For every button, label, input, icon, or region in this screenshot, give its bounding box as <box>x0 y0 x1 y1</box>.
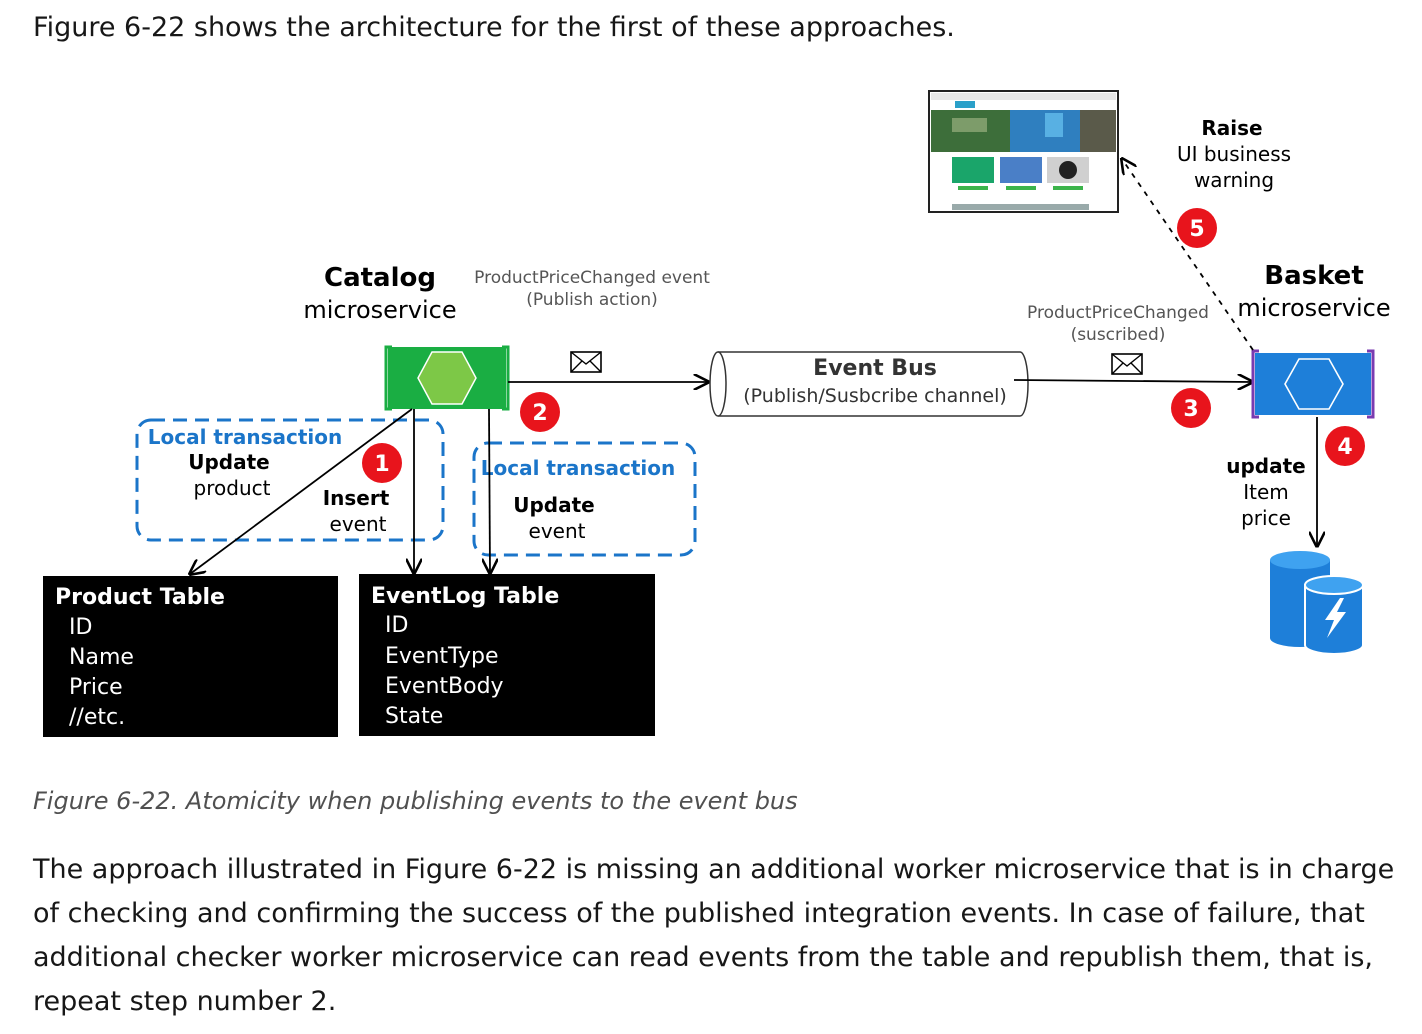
webpage-screenshot <box>928 90 1119 213</box>
body-line: The approach illustrated in Figure 6-22 … <box>33 854 1395 885</box>
envelope-icon <box>570 351 602 373</box>
body-line: of checking and confirming the success o… <box>33 898 1365 929</box>
svg-text:5: 5 <box>1189 217 1204 242</box>
basket-microservice-node <box>1251 349 1375 419</box>
body-paragraph: The approach illustrated in Figure 6-22 … <box>33 848 1403 1024</box>
product-table-field: Price <box>69 675 123 700</box>
product-table-field: Name <box>69 645 134 670</box>
catalog-microservice-node <box>384 345 510 411</box>
eventlog-table-field: ID <box>385 613 408 638</box>
subscribe-label-line2: (suscribed) <box>1071 325 1166 345</box>
event-bus <box>709 351 1029 417</box>
insert-label-action: Insert <box>323 486 390 510</box>
body-line: additional checker worker microservice c… <box>33 942 1373 973</box>
update-label-action: update <box>1226 454 1306 478</box>
figure-caption: Figure 6-22. Atomicity when publishing e… <box>33 787 798 815</box>
step-badge-5: 5 <box>1177 208 1217 248</box>
svg-text:4: 4 <box>1337 435 1352 460</box>
hexagon-icon <box>1284 358 1344 410</box>
publish-label-line1: ProductPriceChanged event <box>474 268 710 288</box>
update-label-line2: Item <box>1243 480 1289 504</box>
product-table-title: Product Table <box>55 585 225 610</box>
publish-label-line2: (Publish action) <box>526 290 658 310</box>
database-icon <box>1270 551 1364 655</box>
update-event-arrow <box>489 408 490 573</box>
local-transaction-2-object: event <box>529 519 586 543</box>
local-transaction-1-action: Update <box>188 450 270 474</box>
catalog-subtitle: microservice <box>303 296 456 324</box>
step-badge-4: 4 <box>1325 426 1365 466</box>
svg-text:3: 3 <box>1183 397 1198 422</box>
event-bus-subtitle: (Publish/Susbcribe channel) <box>743 385 1007 407</box>
raise-label-line3: warning <box>1194 168 1274 192</box>
svg-text:1: 1 <box>374 452 389 477</box>
eventlog-table-field: EventType <box>385 644 499 669</box>
local-transaction-box-2 <box>472 441 697 557</box>
update-product-arrow <box>190 408 413 574</box>
basket-subtitle: microservice <box>1237 294 1390 322</box>
insert-label-object: event <box>330 512 387 536</box>
body-line: repeat step number 2. <box>33 986 337 1017</box>
local-transaction-2-action: Update <box>513 493 595 517</box>
subscribe-label-line1: ProductPriceChanged <box>1027 303 1209 323</box>
update-label-line3: price <box>1241 506 1291 530</box>
local-transaction-1-object: product <box>194 476 271 500</box>
intro-text: Figure 6-22 shows the architecture for t… <box>33 12 955 43</box>
eventlog-table <box>359 574 655 736</box>
raise-label-action: Raise <box>1201 116 1262 140</box>
product-table <box>43 576 338 737</box>
basket-title: Basket <box>1264 261 1364 291</box>
event-bus-title: Event Bus <box>813 356 937 381</box>
step-badge-3: 3 <box>1171 388 1211 428</box>
local-transaction-box-1 <box>135 418 445 542</box>
envelope-icon <box>1111 353 1143 375</box>
eventlog-table-field: State <box>385 704 443 729</box>
step-badge-1: 1 <box>362 443 402 483</box>
catalog-title: Catalog <box>324 263 436 293</box>
hexagon-icon <box>417 351 477 405</box>
subscribe-arrow <box>1013 380 1252 382</box>
svg-text:2: 2 <box>532 401 547 426</box>
eventlog-table-title: EventLog Table <box>371 584 559 609</box>
product-table-field: ID <box>69 615 92 640</box>
architecture-diagram: Catalog microservice ProductPriceChanged… <box>43 90 1391 737</box>
local-transaction-2-title: Local transaction <box>481 456 675 480</box>
eventlog-table-field: EventBody <box>385 674 504 699</box>
raise-label-line2: UI business <box>1177 142 1291 166</box>
step-badge-2: 2 <box>520 392 560 432</box>
product-table-field: //etc. <box>69 705 125 730</box>
local-transaction-1-title: Local transaction <box>148 425 342 449</box>
